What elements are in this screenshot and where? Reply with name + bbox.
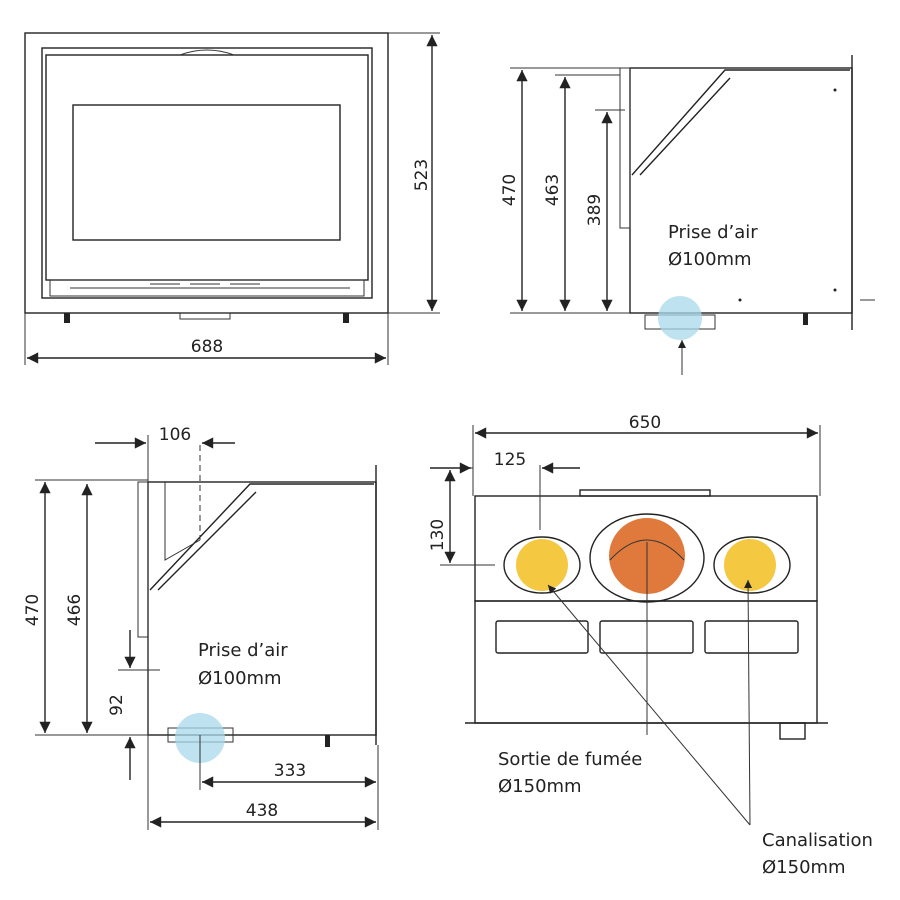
height-463-label: 463	[543, 174, 563, 206]
duct-label: Canalisation	[762, 830, 873, 851]
height-470-label: 470	[23, 594, 43, 626]
depth-438-label: 438	[246, 801, 278, 821]
height-466-label: 466	[65, 594, 85, 626]
side-view-top: 470 463 389 Prise d’air Ø100mm	[500, 55, 875, 375]
height-389-label: 389	[585, 194, 605, 226]
front-height-label: 523	[412, 159, 432, 191]
air-intake-diameter: Ø100mm	[668, 249, 752, 270]
smoke-outlet-diameter: Ø150mm	[498, 776, 582, 797]
back-view: 650 125 130 Sortie de fumée Ø150mm Canal…	[428, 413, 873, 878]
front-width-label: 688	[191, 337, 223, 357]
offset-130-label: 130	[428, 519, 448, 551]
offset-125-label: 125	[494, 450, 526, 470]
duct-diameter: Ø150mm	[762, 857, 846, 878]
air-intake-label: Prise d’air	[198, 640, 288, 661]
back-width-label: 650	[629, 413, 661, 433]
side-view-bottom: 470 466 92 106 333 438 Prise d’air Ø100m…	[23, 425, 379, 830]
air-intake-diameter: Ø100mm	[198, 668, 282, 689]
duct-outlet-left	[516, 539, 568, 591]
duct-outlet-right	[724, 539, 776, 591]
height-470-label: 470	[500, 174, 520, 206]
height-92-label: 92	[107, 694, 127, 716]
air-intake-label: Prise d’air	[668, 222, 758, 243]
front-view: 688 523	[24, 32, 440, 365]
smoke-outlet-label: Sortie de fumée	[498, 749, 642, 770]
offset-106-label: 106	[159, 425, 191, 445]
depth-333-label: 333	[274, 761, 306, 781]
air-intake-marker	[658, 296, 702, 340]
